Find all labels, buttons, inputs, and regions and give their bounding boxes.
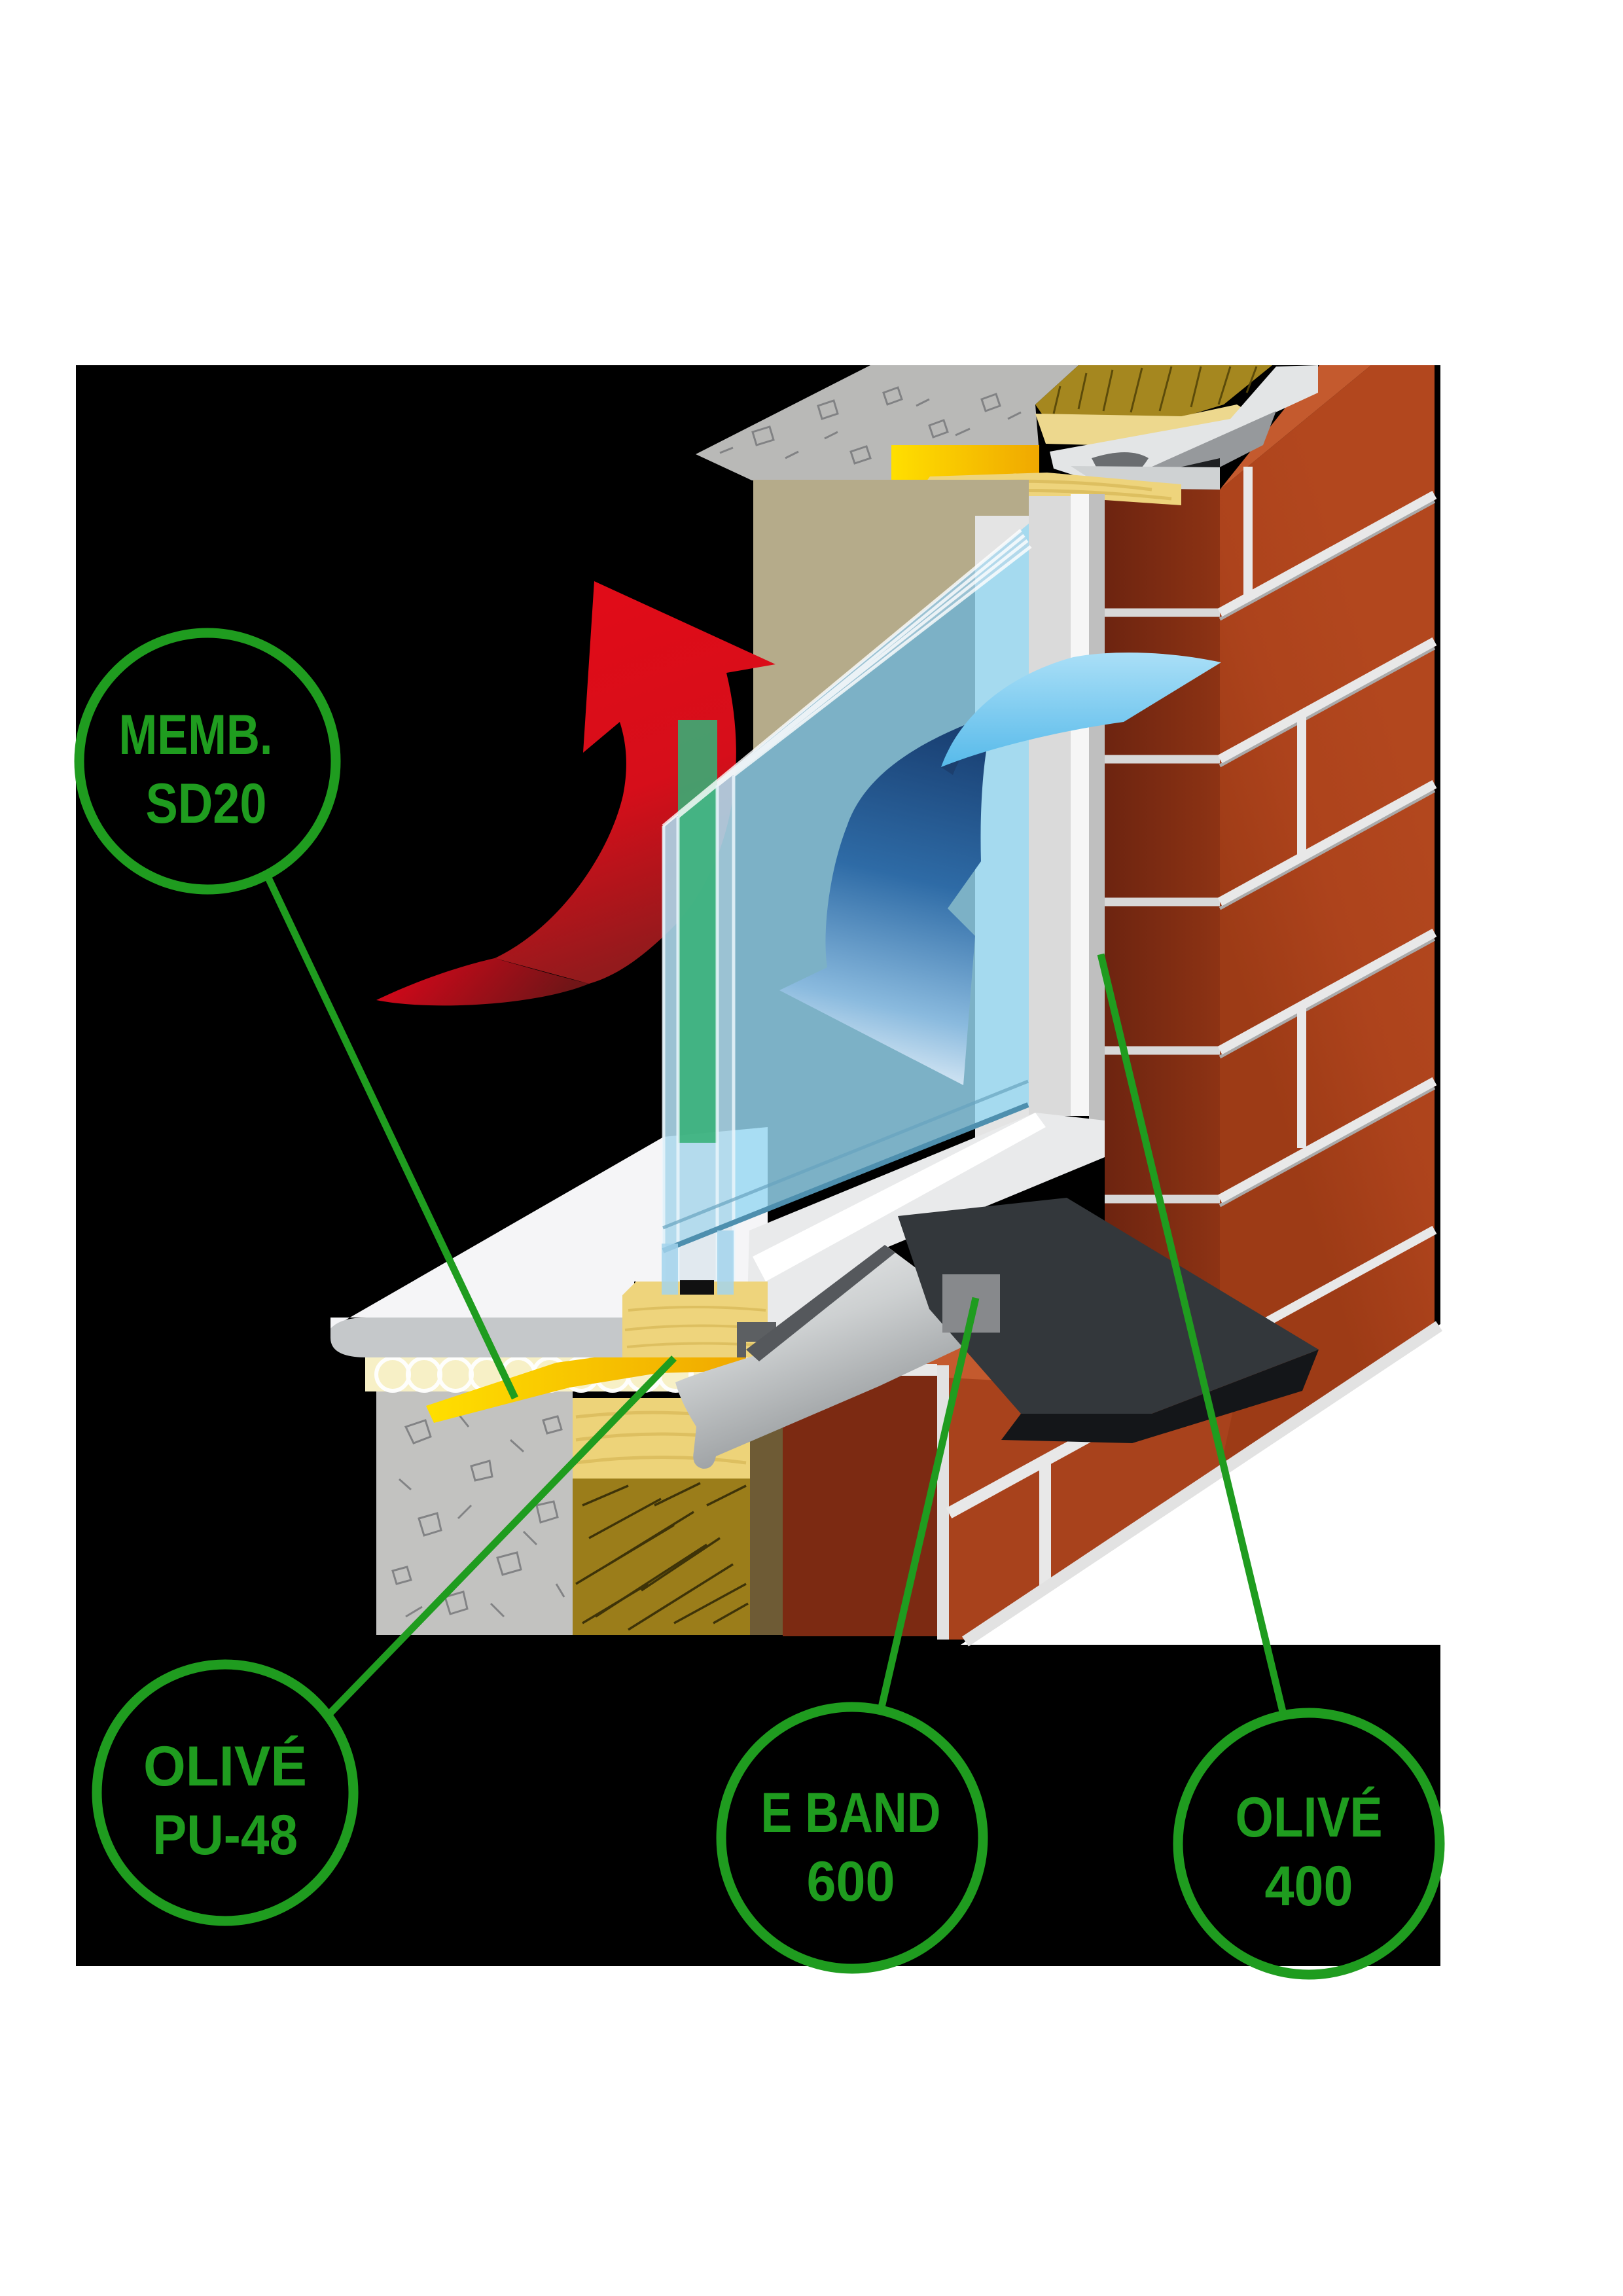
svg-text:MEMB.: MEMB. [119,704,273,766]
svg-text:OLIVÉ: OLIVÉ [1236,1786,1383,1849]
svg-text:PU-48: PU-48 [152,1804,298,1867]
svg-text:OLIVÉ: OLIVÉ [143,1735,307,1798]
svg-text:400: 400 [1265,1855,1353,1918]
svg-text:600: 600 [807,1850,895,1913]
svg-text:E BAND: E BAND [761,1782,941,1844]
svg-text:SD20: SD20 [146,772,267,835]
